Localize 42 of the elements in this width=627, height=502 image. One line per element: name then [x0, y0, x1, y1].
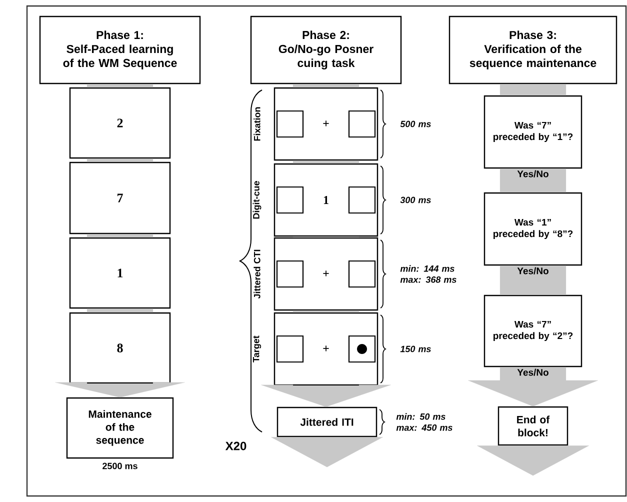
- digit-screen: 1: [69, 237, 171, 309]
- step-box: Maintenance of the sequence: [66, 397, 174, 459]
- band-arrow: [86, 84, 154, 88]
- band-arrow: [476, 446, 590, 476]
- phase-header-box: Phase 1: Self-Paced learning of the WM Sequence: [39, 16, 201, 84]
- phase-label: Digit-cue: [252, 181, 262, 219]
- question-box: Was “7” preceded by “2”?: [484, 294, 582, 368]
- band-arrow: [468, 367, 598, 406]
- band-arrow: [292, 236, 360, 238]
- band-arrow: [292, 84, 360, 88]
- stimulus-screen: +: [274, 312, 378, 386]
- duration-label: 500 ms: [400, 120, 431, 128]
- phase-header-box: Phase 2: Go/No-go Posner cuing task: [250, 16, 402, 84]
- step-box: Jittered ITI: [276, 406, 378, 438]
- band-arrow: [292, 310, 360, 312]
- phase-label: Jittered CTI: [254, 250, 260, 299]
- band-arrow: [500, 84, 566, 96]
- digit-screen: 2: [69, 87, 171, 159]
- duration-label: 300 ms: [400, 196, 431, 204]
- step-box: End of block!: [498, 406, 568, 446]
- phase-label: Fixation: [254, 107, 260, 141]
- band-arrow: [270, 437, 384, 468]
- stimulus-screen: 1: [274, 163, 378, 237]
- duration-label: min: 50 ms max: 450 ms: [396, 413, 452, 431]
- band-arrow: [86, 158, 154, 162]
- phase-label: Target: [252, 336, 262, 362]
- band-arrow: [292, 160, 360, 164]
- band-arrow: [86, 234, 154, 238]
- digit-screen: 8: [69, 312, 171, 384]
- duration-label: 150 ms: [400, 346, 431, 352]
- digit-screen: 7: [69, 162, 171, 234]
- stimulus-screen: +: [274, 87, 378, 161]
- stimulus-screen: +: [274, 237, 378, 311]
- duration-label: 2500 ms: [102, 462, 138, 470]
- band-arrow: [260, 384, 392, 407]
- band-arrow: [86, 308, 154, 312]
- duration-label: min: 144 ms max: 368 ms: [400, 265, 456, 283]
- repeat-label: X20: [225, 442, 246, 450]
- question-box: Was “1” preceded by “8”?: [484, 192, 582, 266]
- band-arrow: [54, 382, 186, 398]
- phase-header-box: Phase 3: Verification of the sequence maintenance: [448, 16, 618, 84]
- question-box: Was “7” preceded by “1”?: [484, 95, 582, 169]
